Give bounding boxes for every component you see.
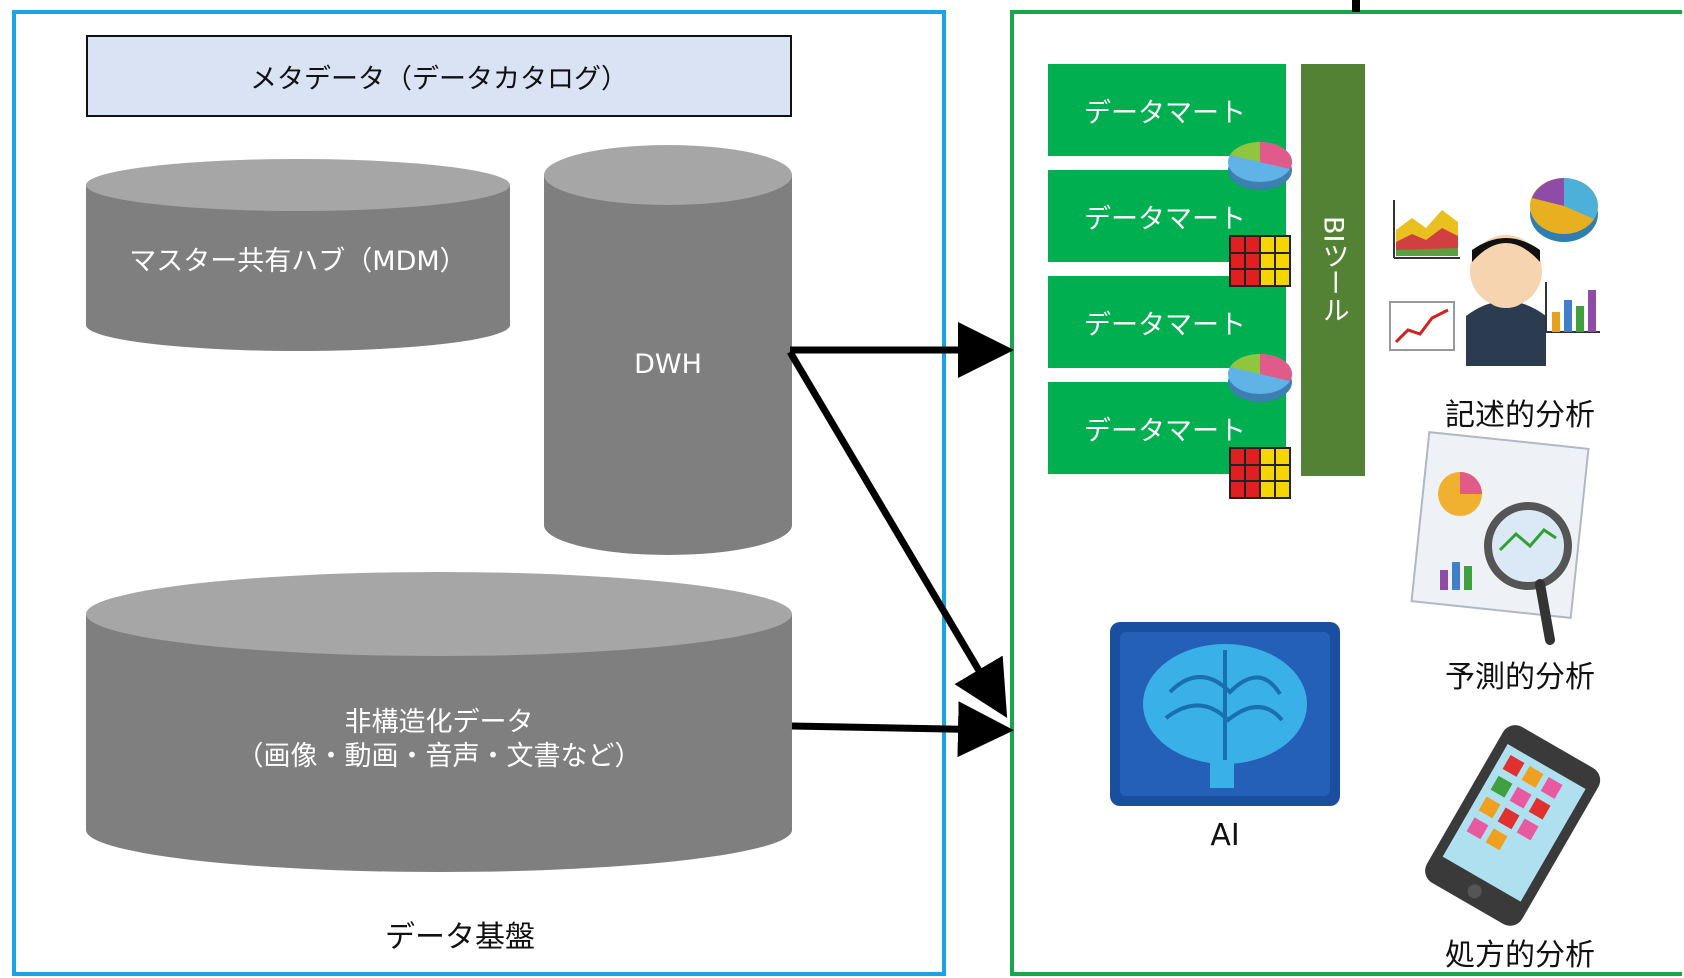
cube-icon: [1229, 235, 1291, 287]
predictive-analytics-label: 予測的分析: [1445, 660, 1595, 695]
unstructured-data-title: 非構造化データ: [344, 707, 534, 739]
metadata-catalog-box: メタデータ（データカタログ）: [86, 35, 792, 117]
bi-tool-label: BIツール: [1317, 216, 1349, 324]
data-mart-3: データマート: [1048, 276, 1286, 368]
descriptive-analytics-label: 記述的分析: [1445, 398, 1595, 433]
metadata-catalog-label: メタデータ（データカタログ）: [250, 63, 628, 95]
pie-chart-icon: [1228, 354, 1293, 402]
unstructured-data-label: 非構造化データ （画像・動画・音声・文書など）: [86, 700, 792, 780]
mdm-label: マスター共有ハブ（MDM）: [129, 246, 467, 278]
arrow-unstructured-to-usage: [791, 701, 1014, 758]
dwh-cylinder: [544, 145, 792, 555]
bi-tool-bar: BIツール: [1301, 64, 1365, 476]
area-chart-icon: [1393, 200, 1460, 259]
data-mart-1: データマート: [1048, 64, 1286, 156]
unstructured-data-examples: （画像・動画・音声・文書など）: [236, 741, 642, 772]
top-connector-line: [1352, 0, 1360, 12]
ai-label: AI: [1210, 818, 1240, 853]
ai-brain-icon: [1110, 622, 1340, 806]
prescriptive-analytics-label: 処方的分析: [1445, 938, 1595, 973]
report-magnifier-icon: [1410, 431, 1590, 645]
line-chart-icon: [1389, 301, 1455, 351]
pie-chart-icon: [1228, 142, 1293, 190]
smartphone-icon: [1425, 725, 1601, 926]
data-platform-caption: データ基盤: [385, 920, 535, 955]
dwh-label: DWH: [634, 349, 702, 381]
analyst-person-icon: [1466, 235, 1546, 366]
mdm-cylinder: [86, 159, 510, 351]
cube-icon: [1229, 447, 1291, 499]
arrow-dwh-to-ai: [786, 350, 1008, 719]
bar-chart-icon: [1545, 282, 1600, 333]
unstructured-data-cylinder: [86, 572, 792, 872]
data-usage-frame: [1010, 10, 1682, 976]
data-platform-frame: [12, 10, 946, 976]
pie-chart-icon: [1530, 178, 1598, 242]
